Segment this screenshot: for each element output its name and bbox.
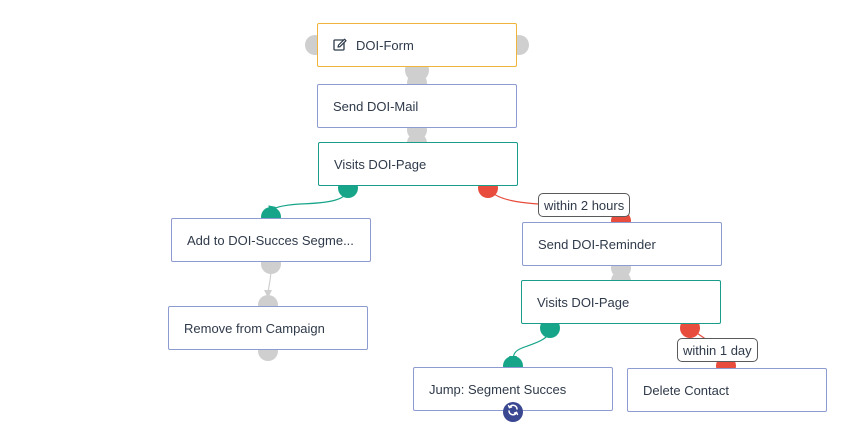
node-label: Delete Contact — [643, 382, 729, 398]
node-add-to-segment[interactable]: Add to DOI-Succes Segme... — [171, 218, 371, 262]
node-label: Send DOI-Mail — [333, 98, 419, 114]
node-label: Visits DOI-Page — [334, 156, 427, 172]
edge-label-within-1-day[interactable]: within 1 day — [677, 338, 758, 362]
jump-badge[interactable] — [503, 402, 523, 422]
node-label: Visits DOI-Page — [537, 294, 630, 310]
edge-label-within-2-hours[interactable]: within 2 hours — [538, 193, 631, 217]
node-send-doi-mail[interactable]: Send DOI-Mail — [317, 84, 517, 128]
edit-icon — [333, 38, 347, 52]
node-visits-doi-page-2[interactable]: Visits DOI-Page — [521, 280, 721, 324]
node-label: Remove from Campaign — [184, 320, 325, 336]
node-label: Add to DOI-Succes Segme... — [187, 232, 354, 248]
refresh-icon — [507, 403, 519, 421]
node-delete-contact[interactable]: Delete Contact — [627, 368, 827, 412]
node-label: DOI-Form — [356, 37, 414, 53]
node-visits-doi-page-1[interactable]: Visits DOI-Page — [318, 142, 518, 186]
node-send-doi-reminder[interactable]: Send DOI-Reminder — [522, 222, 722, 266]
node-remove-from-campaign[interactable]: Remove from Campaign — [168, 306, 368, 350]
node-label: Jump: Segment Succes — [429, 381, 567, 397]
connector-yes-branch-1 — [268, 187, 349, 214]
node-label: Send DOI-Reminder — [538, 236, 656, 252]
node-doi-form[interactable]: DOI-Form — [317, 23, 517, 67]
